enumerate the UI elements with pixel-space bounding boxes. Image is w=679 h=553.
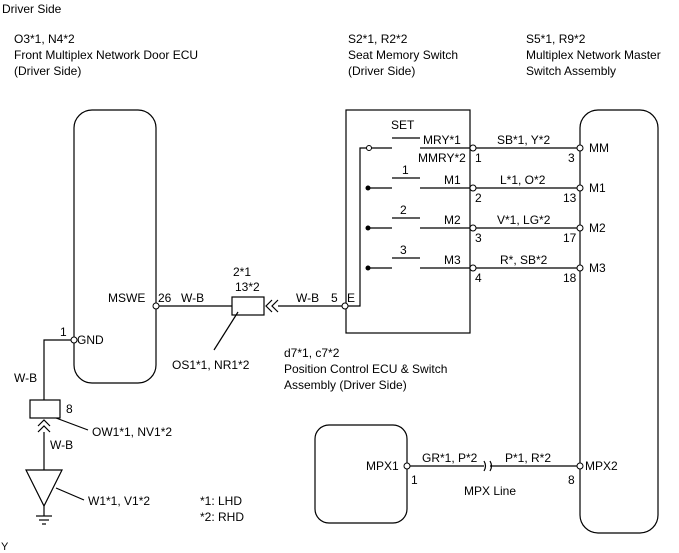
legend-rhd: *2: RHD [200,510,244,524]
wire-label-wb2: W-B [296,291,319,305]
seat-pin-2: 2 [475,191,482,205]
ground-name: W1*1, V1*2 [88,494,150,508]
diagram-title: Driver Side [2,2,62,16]
m1-pin-number: 13 [563,191,577,205]
wire-label-mpx-right: P*1, R*2 [505,451,551,465]
wire-label-wb1: W-B [181,291,204,305]
ow-connector-chevrons [37,419,51,433]
master-switch-code: S5*1, R9*2 [526,32,586,46]
wire-label-mpx-left: GR*1, P*2 [422,451,478,465]
wire-label-m2: V*1, LG*2 [497,213,551,227]
ground-point-triangle [25,469,63,508]
m2-pin-number: 17 [563,231,577,245]
m3-pin-number: 18 [563,271,577,285]
seat-terminal-1 [469,144,477,152]
wire-label-wb3: W-B [14,371,37,385]
master-switch-name2: Switch Assembly [526,64,616,78]
master-terminal-m2 [576,224,584,232]
master-m1-label: M1 [589,181,606,195]
mmry-label: MMRY*2 [418,151,466,165]
mswe-terminal [152,302,160,310]
master-terminal-m1 [576,184,584,192]
door-ecu-box [73,109,157,384]
m2-label: M2 [444,213,461,227]
connector-code-1: 2*1 [233,265,251,279]
m1-label: M1 [444,173,461,187]
seat-terminal-2 [469,184,477,192]
mry-label: MRY*1 [423,133,461,147]
connector-name: OS1*1, NR1*2 [172,358,250,372]
m2-switch-number: 2 [400,203,407,217]
m3-switch-number: 3 [400,243,407,257]
wire-label-mm: SB*1, Y*2 [497,133,550,147]
position-ecu-box [314,424,408,524]
mm-pin-label: MM [589,141,609,155]
position-ecu-code: d7*1, c7*2 [284,346,340,360]
legend-lhd: *1: LHD [200,494,242,508]
gnd-pin-number: 1 [60,325,67,339]
door-ecu-name: Front Multiplex Network Door ECU [14,48,198,62]
e-pin-number: 5 [331,291,338,305]
m1-switch-number: 1 [402,163,409,177]
seat-terminal-4 [469,264,477,272]
ground-leader [55,487,85,501]
connector-leader [213,311,239,351]
connector-code-2: 13*2 [235,280,260,294]
wire-label-m3: R*, SB*2 [500,253,548,267]
seat-switch-side: (Driver Side) [348,64,415,78]
m3-label: M3 [444,253,461,267]
mm-pin-number: 3 [568,151,575,165]
seat-pin-4: 4 [475,271,482,285]
seat-switch-code: S2*1, R2*2 [348,32,408,46]
seat-pin-3: 3 [475,231,482,245]
position-ecu-side: Assembly (Driver Side) [284,378,407,392]
mswe-pin-label: MSWE [108,291,145,305]
seat-pin-1: 1 [475,151,482,165]
e-pin-label: E [347,291,355,305]
mpx1-pin-number: 1 [411,473,418,487]
master-switch-box [579,109,659,534]
mswe-pin-number: 26 [158,291,172,305]
connector-chevrons [265,299,279,313]
ow-connector-leader [55,417,89,431]
set-switch-left-contact [366,145,372,151]
ow-pin-number: 8 [66,402,73,416]
door-ecu-side: (Driver Side) [14,64,81,78]
master-terminal-m3 [576,264,584,272]
gnd-pin-label: GND [77,333,104,347]
ow-connector-body [29,399,61,419]
set-label: SET [391,118,415,132]
mpx2-terminal [576,462,584,470]
wire-label-m1: L*1, O*2 [500,173,546,187]
mpx2-pin-number: 8 [568,473,575,487]
master-m3-label: M3 [589,261,606,275]
seat-switch-name: Seat Memory Switch [348,48,458,62]
mpx1-pin-label: MPX1 [366,459,399,473]
mpx1-terminal [403,462,411,470]
connector-body [231,296,265,316]
mpx2-pin-label: MPX2 [585,459,618,473]
ow-connector-name: OW1*1, NV1*2 [92,425,172,439]
corner-mark: Y [1,541,9,553]
seat-common-bus [348,147,369,307]
seat-switch-box [345,109,471,334]
master-switch-name: Multiplex Network Master [526,48,661,62]
master-terminal-mm [576,144,584,152]
position-ecu-name: Position Control ECU & Switch [284,362,447,376]
wire-gnd-upper [43,339,71,400]
mpx-line-label: MPX Line [464,484,516,498]
master-m2-label: M2 [589,221,606,235]
wire-label-wb4: W-B [50,438,73,452]
door-ecu-code: O3*1, N4*2 [14,32,75,46]
seat-terminal-3 [469,224,477,232]
